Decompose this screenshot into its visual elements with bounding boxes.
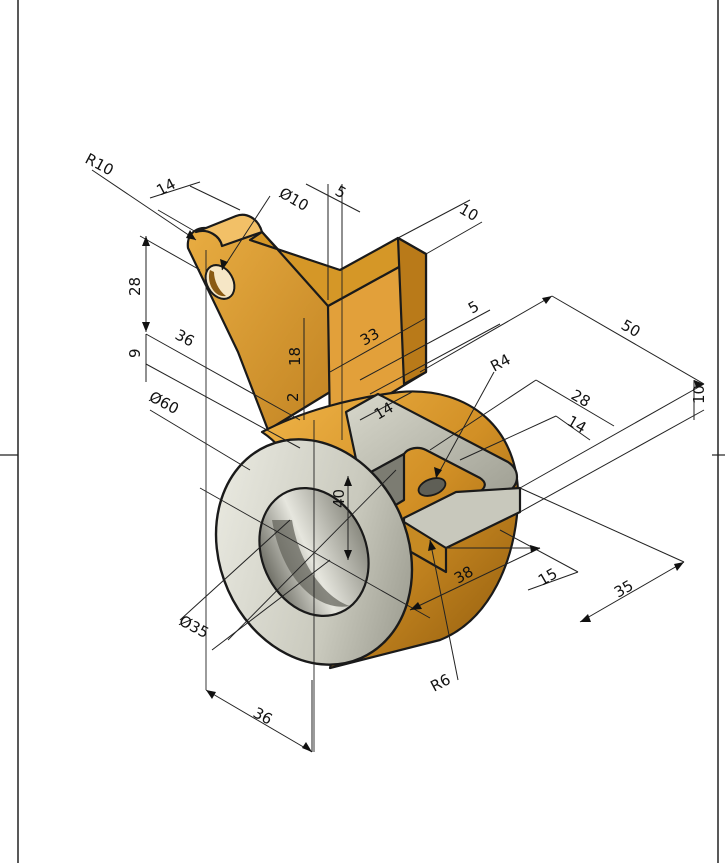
dim-line: [527, 571, 579, 591]
dim-line: [419, 295, 553, 373]
arrowhead: [142, 236, 150, 246]
dim-line: [221, 195, 271, 271]
dim-line: [369, 323, 501, 395]
dim-label-h-28: 28: [126, 277, 144, 296]
dim-line: [145, 363, 301, 449]
dim-line: [409, 547, 541, 611]
dim-line: [359, 309, 491, 381]
dim-line: [149, 181, 201, 199]
arrowhead: [186, 230, 196, 240]
dim-label-w-14-right: 14: [564, 412, 590, 437]
dim-label-t-10-top: 10: [456, 200, 482, 225]
center-line-cyl-a: [199, 487, 431, 619]
dim-line: [149, 409, 251, 471]
dim-line: [139, 235, 201, 271]
dim-line: [397, 199, 471, 239]
arrowhead: [344, 550, 352, 560]
dim-label-d-35: Ø35: [176, 612, 212, 642]
dim-label-d-40: 40: [330, 489, 348, 508]
dim-label-h-2: 2: [284, 392, 302, 402]
dim-label-h-9: 9: [126, 348, 144, 358]
dim-line: [579, 561, 685, 623]
arrowhead: [344, 476, 352, 486]
dim-line: [519, 409, 705, 513]
dim-label-d-hole: Ø10: [276, 184, 312, 215]
dim-line: [425, 221, 483, 255]
dim-line: [305, 183, 361, 213]
arrowhead: [206, 690, 216, 699]
center-line-cyl-b: [227, 469, 397, 641]
dim-line: [329, 317, 427, 373]
arrowhead: [694, 380, 704, 388]
dim-line: [145, 333, 301, 421]
dim-label-h-18: 18: [286, 347, 304, 366]
arrowhead: [142, 322, 150, 332]
center-lines: [199, 190, 431, 752]
dim-line: [519, 487, 685, 563]
dim-label-r-6: R6: [427, 670, 453, 695]
arrowhead: [428, 540, 436, 551]
dim-line: [205, 689, 313, 753]
dim-line: [179, 519, 291, 621]
dim-line: [519, 383, 705, 489]
dim-label-l-35: 35: [611, 576, 637, 601]
dim-line: [555, 415, 591, 441]
arrowhead: [530, 545, 540, 553]
dim-label-r-4: R4: [487, 350, 513, 375]
dim-line: [435, 371, 495, 479]
dim-line: [91, 169, 197, 241]
arrowhead: [302, 742, 312, 752]
arrowhead: [410, 602, 422, 610]
dim-label-t-5-mid: 5: [465, 297, 482, 317]
dim-line: [211, 559, 331, 651]
arrowhead: [542, 296, 552, 304]
slot-hole: [417, 477, 447, 497]
dim-label-l-50: 50: [618, 316, 644, 341]
dim-label-l-28: 28: [568, 386, 594, 411]
lug-top-face: [344, 392, 519, 520]
dim-line: [551, 295, 705, 385]
dim-line: [189, 185, 241, 211]
arrowhead: [220, 259, 228, 270]
arrowhead: [674, 562, 684, 571]
rib-side-face: [396, 236, 428, 386]
part-body: [186, 213, 522, 670]
dim-line: [535, 379, 615, 427]
ear-hole-shadow: [208, 270, 226, 297]
dim-line: [429, 539, 459, 681]
dim-line: [499, 529, 579, 573]
arrowhead: [434, 467, 442, 478]
dim-label-l-36-upper: 36: [172, 326, 197, 351]
dim-label-d-60: Ø60: [146, 388, 182, 418]
bore-inner-shadow: [272, 520, 350, 607]
dim-line: [359, 391, 413, 421]
dim-line: [157, 209, 197, 233]
arrowheads: [142, 230, 704, 752]
dim-label-t-10-right: 10: [690, 385, 708, 404]
dim-line: [459, 415, 557, 461]
dim-label-l-36-bottom: 36: [250, 704, 275, 729]
dimension-lines: [91, 169, 705, 753]
dim-line: [429, 379, 537, 451]
arrowhead: [580, 614, 591, 622]
